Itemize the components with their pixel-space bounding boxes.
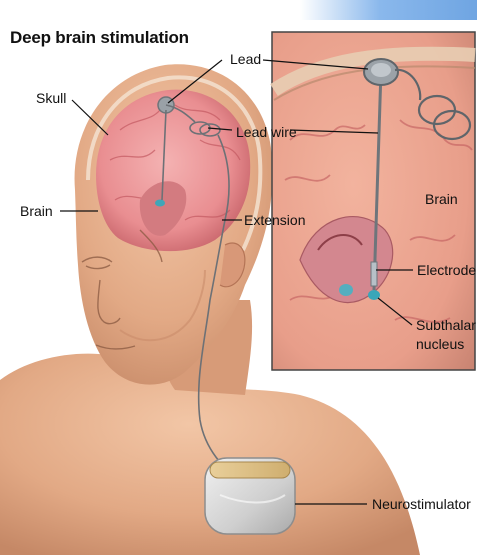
stn-small	[155, 200, 165, 207]
label-subthalamic-line2: nucleus	[416, 335, 476, 354]
label-lead: Lead	[230, 51, 261, 67]
neurostimulator-device	[205, 458, 295, 534]
label-skull: Skull	[36, 90, 66, 106]
label-subthalamic-nucleus: Subthalar nucleus	[416, 316, 476, 354]
label-neurostimulator: Neurostimulator	[372, 496, 471, 512]
label-extension: Extension	[244, 212, 305, 228]
diagram-title: Deep brain stimulation	[10, 28, 189, 48]
label-subthalamic-line1: Subthalar	[416, 316, 476, 335]
label-brain-inset: Brain	[425, 191, 458, 207]
label-electrode: Electrode	[417, 262, 476, 278]
label-brain: Brain	[20, 203, 53, 219]
label-lead-wire: Lead wire	[236, 124, 297, 140]
